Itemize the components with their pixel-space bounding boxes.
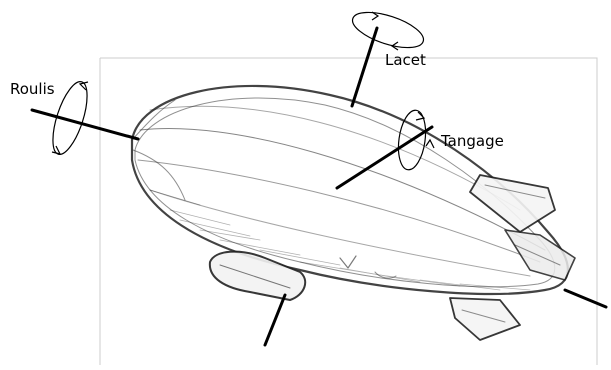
yaw-rotation-icon	[348, 5, 427, 54]
pitch-label: Tangage	[441, 134, 504, 149]
pitch-axis	[337, 127, 432, 188]
yaw-axis-bottom	[265, 295, 285, 345]
airship-sketch	[132, 86, 575, 340]
yaw-label: Lacet	[385, 53, 426, 68]
roll-axis-tail	[565, 290, 606, 307]
roll-label: Roulis	[10, 82, 55, 97]
